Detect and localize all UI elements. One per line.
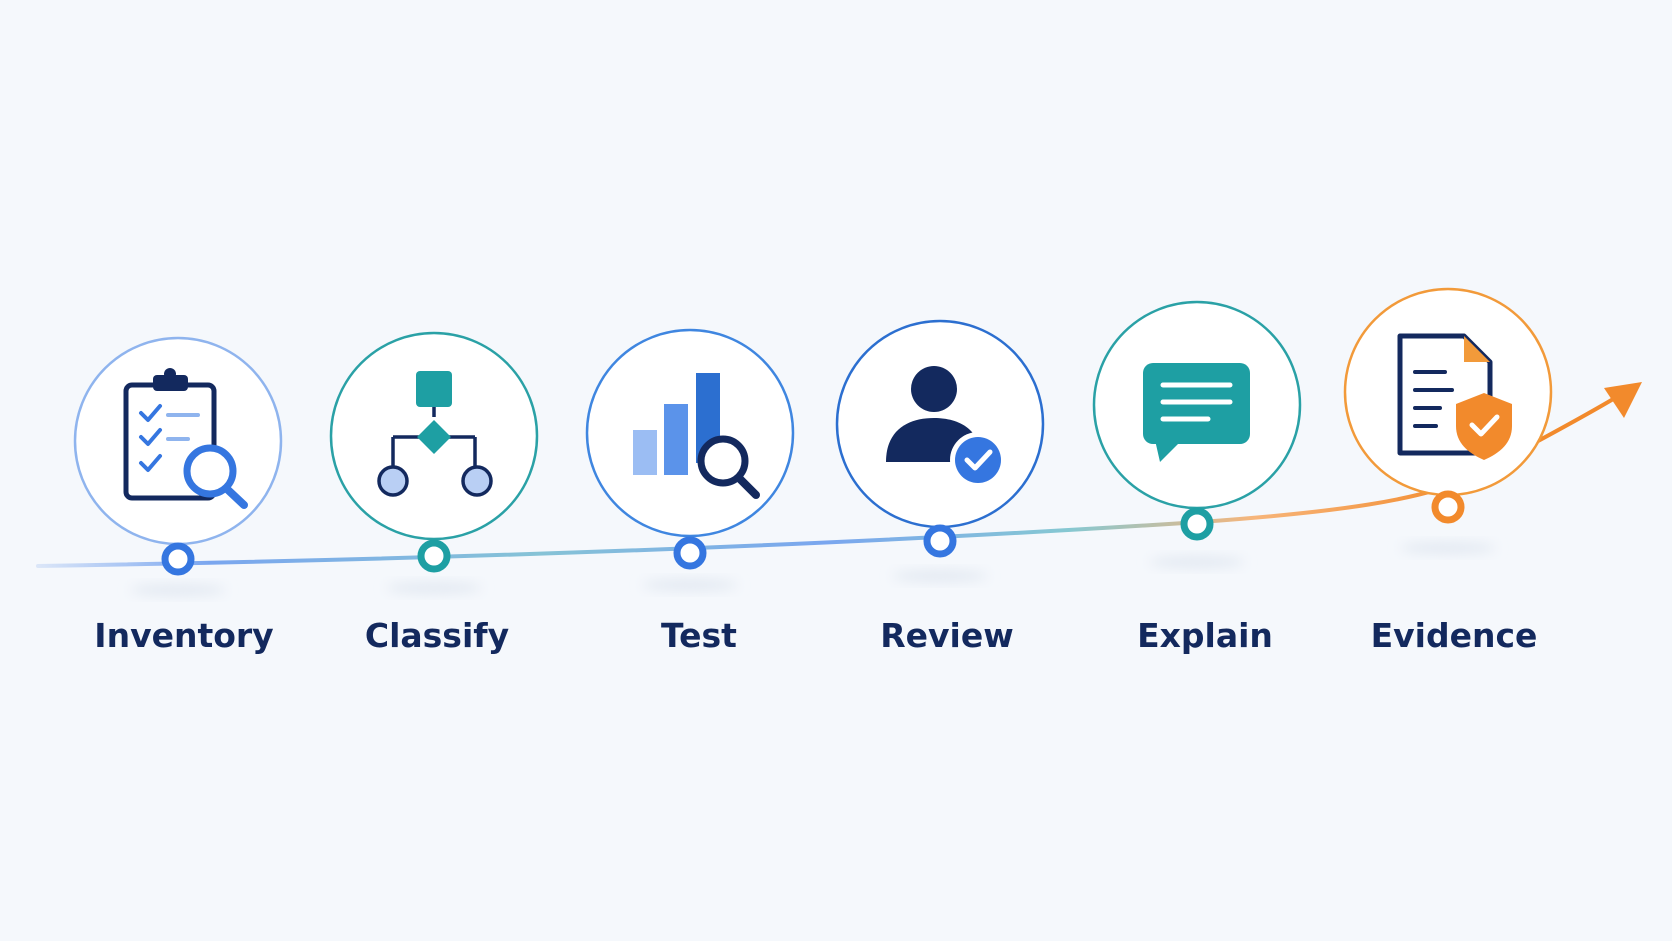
document-shield-icon [1397,333,1512,460]
decision-flowchart-icon [377,371,493,497]
step-label: Classify [365,616,509,655]
user-check-icon [886,366,1006,488]
step-label: Evidence [1371,616,1538,655]
step-node [923,524,957,558]
step-node [673,536,707,570]
step-classify: Classify [329,331,539,655]
bar-chart-search-icon [633,373,760,499]
step-evidence: Evidence [1343,287,1553,655]
step-label: Explain [1137,616,1273,655]
step-label: Review [880,616,1013,655]
step-review: Review [835,319,1045,655]
chat-bubble-icon [1143,363,1250,462]
step-inventory: Inventory [73,336,283,655]
step-label: Inventory [94,616,273,655]
step-node [161,542,195,576]
step-circle [585,328,795,538]
timeline-arrowhead-icon [1604,382,1642,418]
step-node [417,539,451,573]
step-node [1431,490,1465,524]
step-label: Test [661,616,737,655]
clipboard-checklist-search-icon [123,368,248,509]
step-test: Test [585,328,795,655]
step-node [1180,507,1214,541]
step-explain: Explain [1092,300,1302,655]
